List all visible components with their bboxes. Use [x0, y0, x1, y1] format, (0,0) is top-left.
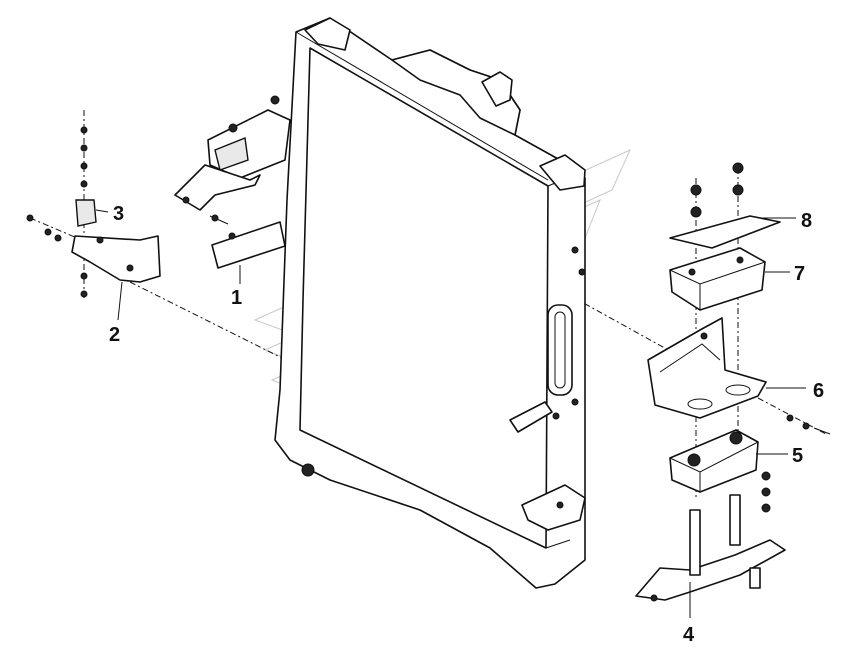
- radiator-corner-bracket: [539, 154, 586, 191]
- part-5-rubber-block: [669, 429, 788, 513]
- radiator-top-bracket: [304, 17, 351, 51]
- sight-glass: [547, 304, 573, 396]
- callout-6: 6: [813, 380, 824, 402]
- part-1-strap: [209, 214, 286, 284]
- part-3-rubber-mount: [26, 126, 109, 298]
- expansion-tank-assembly: [174, 95, 291, 211]
- part-7-rubber-block: [669, 247, 790, 311]
- callout-1: 1: [231, 287, 242, 309]
- radiator-core: [299, 47, 549, 549]
- part-6-right-bracket: [647, 317, 831, 435]
- callout-8: 8: [801, 210, 812, 232]
- callouts: 1 2 3 4 5 6 7 8: [109, 203, 824, 646]
- drain-plug: [301, 463, 315, 477]
- radiator-top-tank: [391, 49, 521, 136]
- part-2-left-bracket: [71, 235, 161, 321]
- radiator-foot-bracket: [521, 484, 586, 531]
- callout-4: 4: [683, 624, 695, 646]
- callout-5: 5: [792, 445, 803, 467]
- part-8-plate: [669, 162, 796, 249]
- tank-bracket: [174, 164, 261, 211]
- callout-3: 3: [113, 203, 124, 225]
- radiator-side-bracket: [509, 401, 553, 433]
- part-4-base-bracket: [635, 494, 786, 618]
- callout-7: 7: [794, 263, 805, 285]
- radiator-inlet-pipe: [481, 71, 513, 107]
- callout-2: 2: [109, 324, 120, 346]
- radiator: [274, 17, 586, 589]
